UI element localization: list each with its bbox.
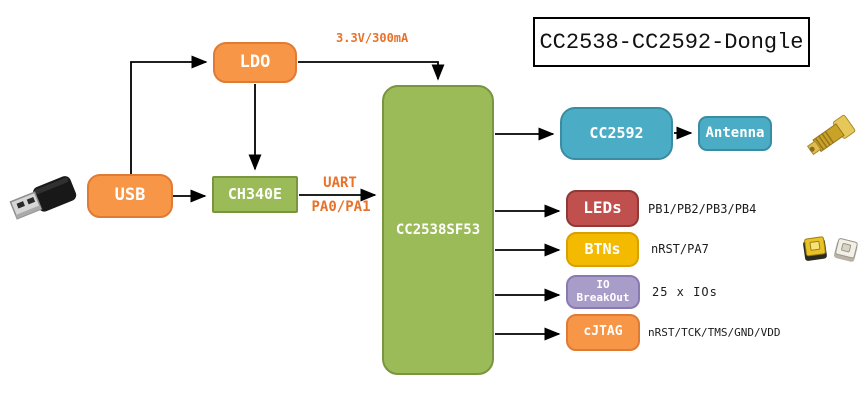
- block-io-breakout-label-line1: IO: [596, 278, 610, 292]
- block-cc2538sf53[interactable]: CC2538SF53: [382, 85, 494, 375]
- uart-pins-annotation: PA0/PA1: [311, 199, 371, 215]
- block-leds-label: LEDs: [583, 198, 622, 218]
- tactile-buttons-icon: [798, 228, 864, 272]
- page-title: CC2538-CC2592-Dongle: [539, 29, 804, 55]
- cjtag-pins-label: nRST/TCK/TMS/GND/VDD: [648, 326, 781, 339]
- block-cjtag[interactable]: cJTAG: [566, 314, 640, 351]
- power-annotation: 3.3V/300mA: [336, 31, 409, 45]
- block-io-breakout-label-line2: BreakOut: [576, 291, 630, 304]
- block-cc2592-label: CC2592: [589, 123, 644, 142]
- btns-pins-label: nRST/PA7: [651, 242, 709, 256]
- block-cjtag-label: cJTAG: [583, 324, 623, 340]
- block-ch340e[interactable]: CH340E: [212, 176, 298, 213]
- title-box: CC2538-CC2592-Dongle: [533, 17, 810, 67]
- io-count-label: 25 x IOs: [652, 285, 718, 299]
- uart-annotation: UART: [323, 175, 357, 191]
- block-ldo-label: LDO: [239, 51, 271, 72]
- block-usb[interactable]: USB: [87, 174, 173, 218]
- usb-plug-icon: [4, 166, 80, 234]
- block-cc2592[interactable]: CC2592: [560, 107, 673, 160]
- block-antenna-label: Antenna: [705, 125, 765, 142]
- sma-connector-icon: [800, 108, 862, 164]
- leds-pins-label: PB1/PB2/PB3/PB4: [648, 202, 757, 216]
- block-io-breakout[interactable]: IO BreakOut: [566, 275, 640, 309]
- block-btns[interactable]: BTNs: [566, 232, 639, 267]
- block-ch340e-label: CH340E: [227, 184, 283, 203]
- block-usb-label: USB: [114, 185, 146, 206]
- block-leds[interactable]: LEDs: [566, 190, 639, 227]
- block-ldo[interactable]: LDO: [213, 42, 297, 83]
- block-cc2538sf53-label: CC2538SF53: [395, 221, 481, 238]
- block-antenna[interactable]: Antenna: [698, 116, 772, 151]
- block-btns-label: BTNs: [584, 239, 621, 258]
